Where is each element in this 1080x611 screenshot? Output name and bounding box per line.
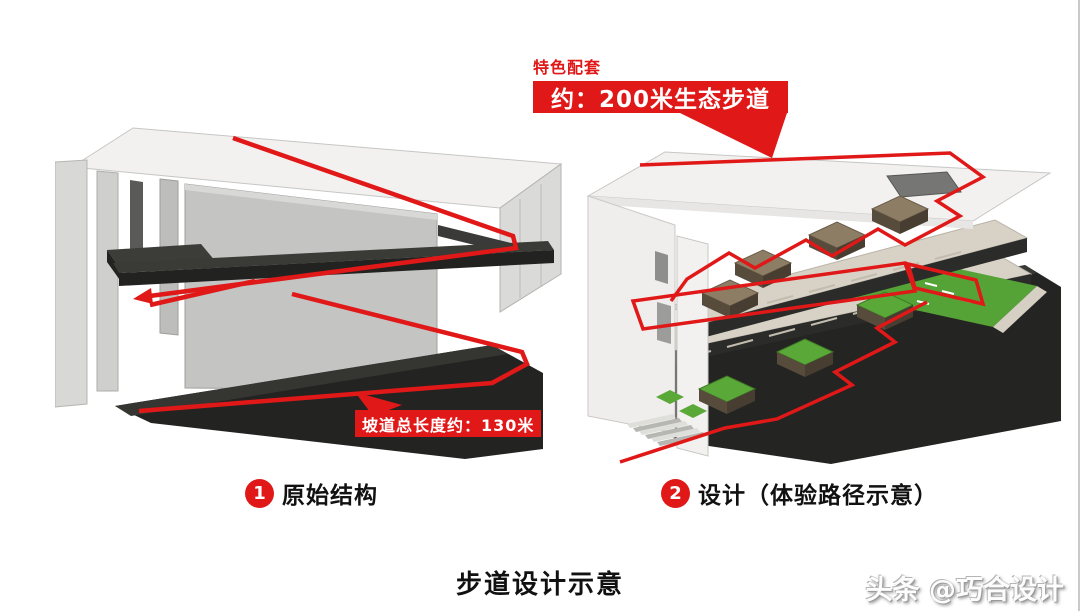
route-arrowhead	[133, 288, 153, 304]
trail-length-banner: 约：200米生态步道	[533, 81, 788, 113]
roof-opening	[886, 171, 962, 198]
right-route-line	[619, 151, 987, 464]
rock-planters	[700, 195, 930, 318]
window-opening	[655, 251, 668, 284]
window-opening	[657, 302, 671, 344]
right-structure	[586, 151, 1061, 464]
caption-design: 2 设计（体验路径示意）	[661, 476, 938, 510]
watermark: 头条 @巧合设计	[865, 575, 1064, 606]
caption-number-badge: 1	[245, 478, 274, 508]
page-edge-line	[1078, 0, 1080, 611]
ramp-banner-pointer	[355, 392, 402, 416]
left-route-line	[133, 135, 530, 416]
page-title: 步道设计示意	[455, 570, 625, 600]
caption-original-structure: 1 原始结构	[245, 476, 378, 510]
caption-label: 原始结构	[282, 483, 378, 509]
right-figure-design	[586, 151, 1061, 464]
entry-stairs	[627, 414, 706, 446]
caption-label: 设计（体验路径示意）	[698, 483, 938, 509]
feature-label: 特色配套	[533, 58, 602, 77]
trail-banner-pointer	[680, 113, 787, 158]
ramp-length-banner: 坡道总长度约：130米	[355, 410, 542, 437]
caption-number-badge: 2	[661, 478, 690, 508]
